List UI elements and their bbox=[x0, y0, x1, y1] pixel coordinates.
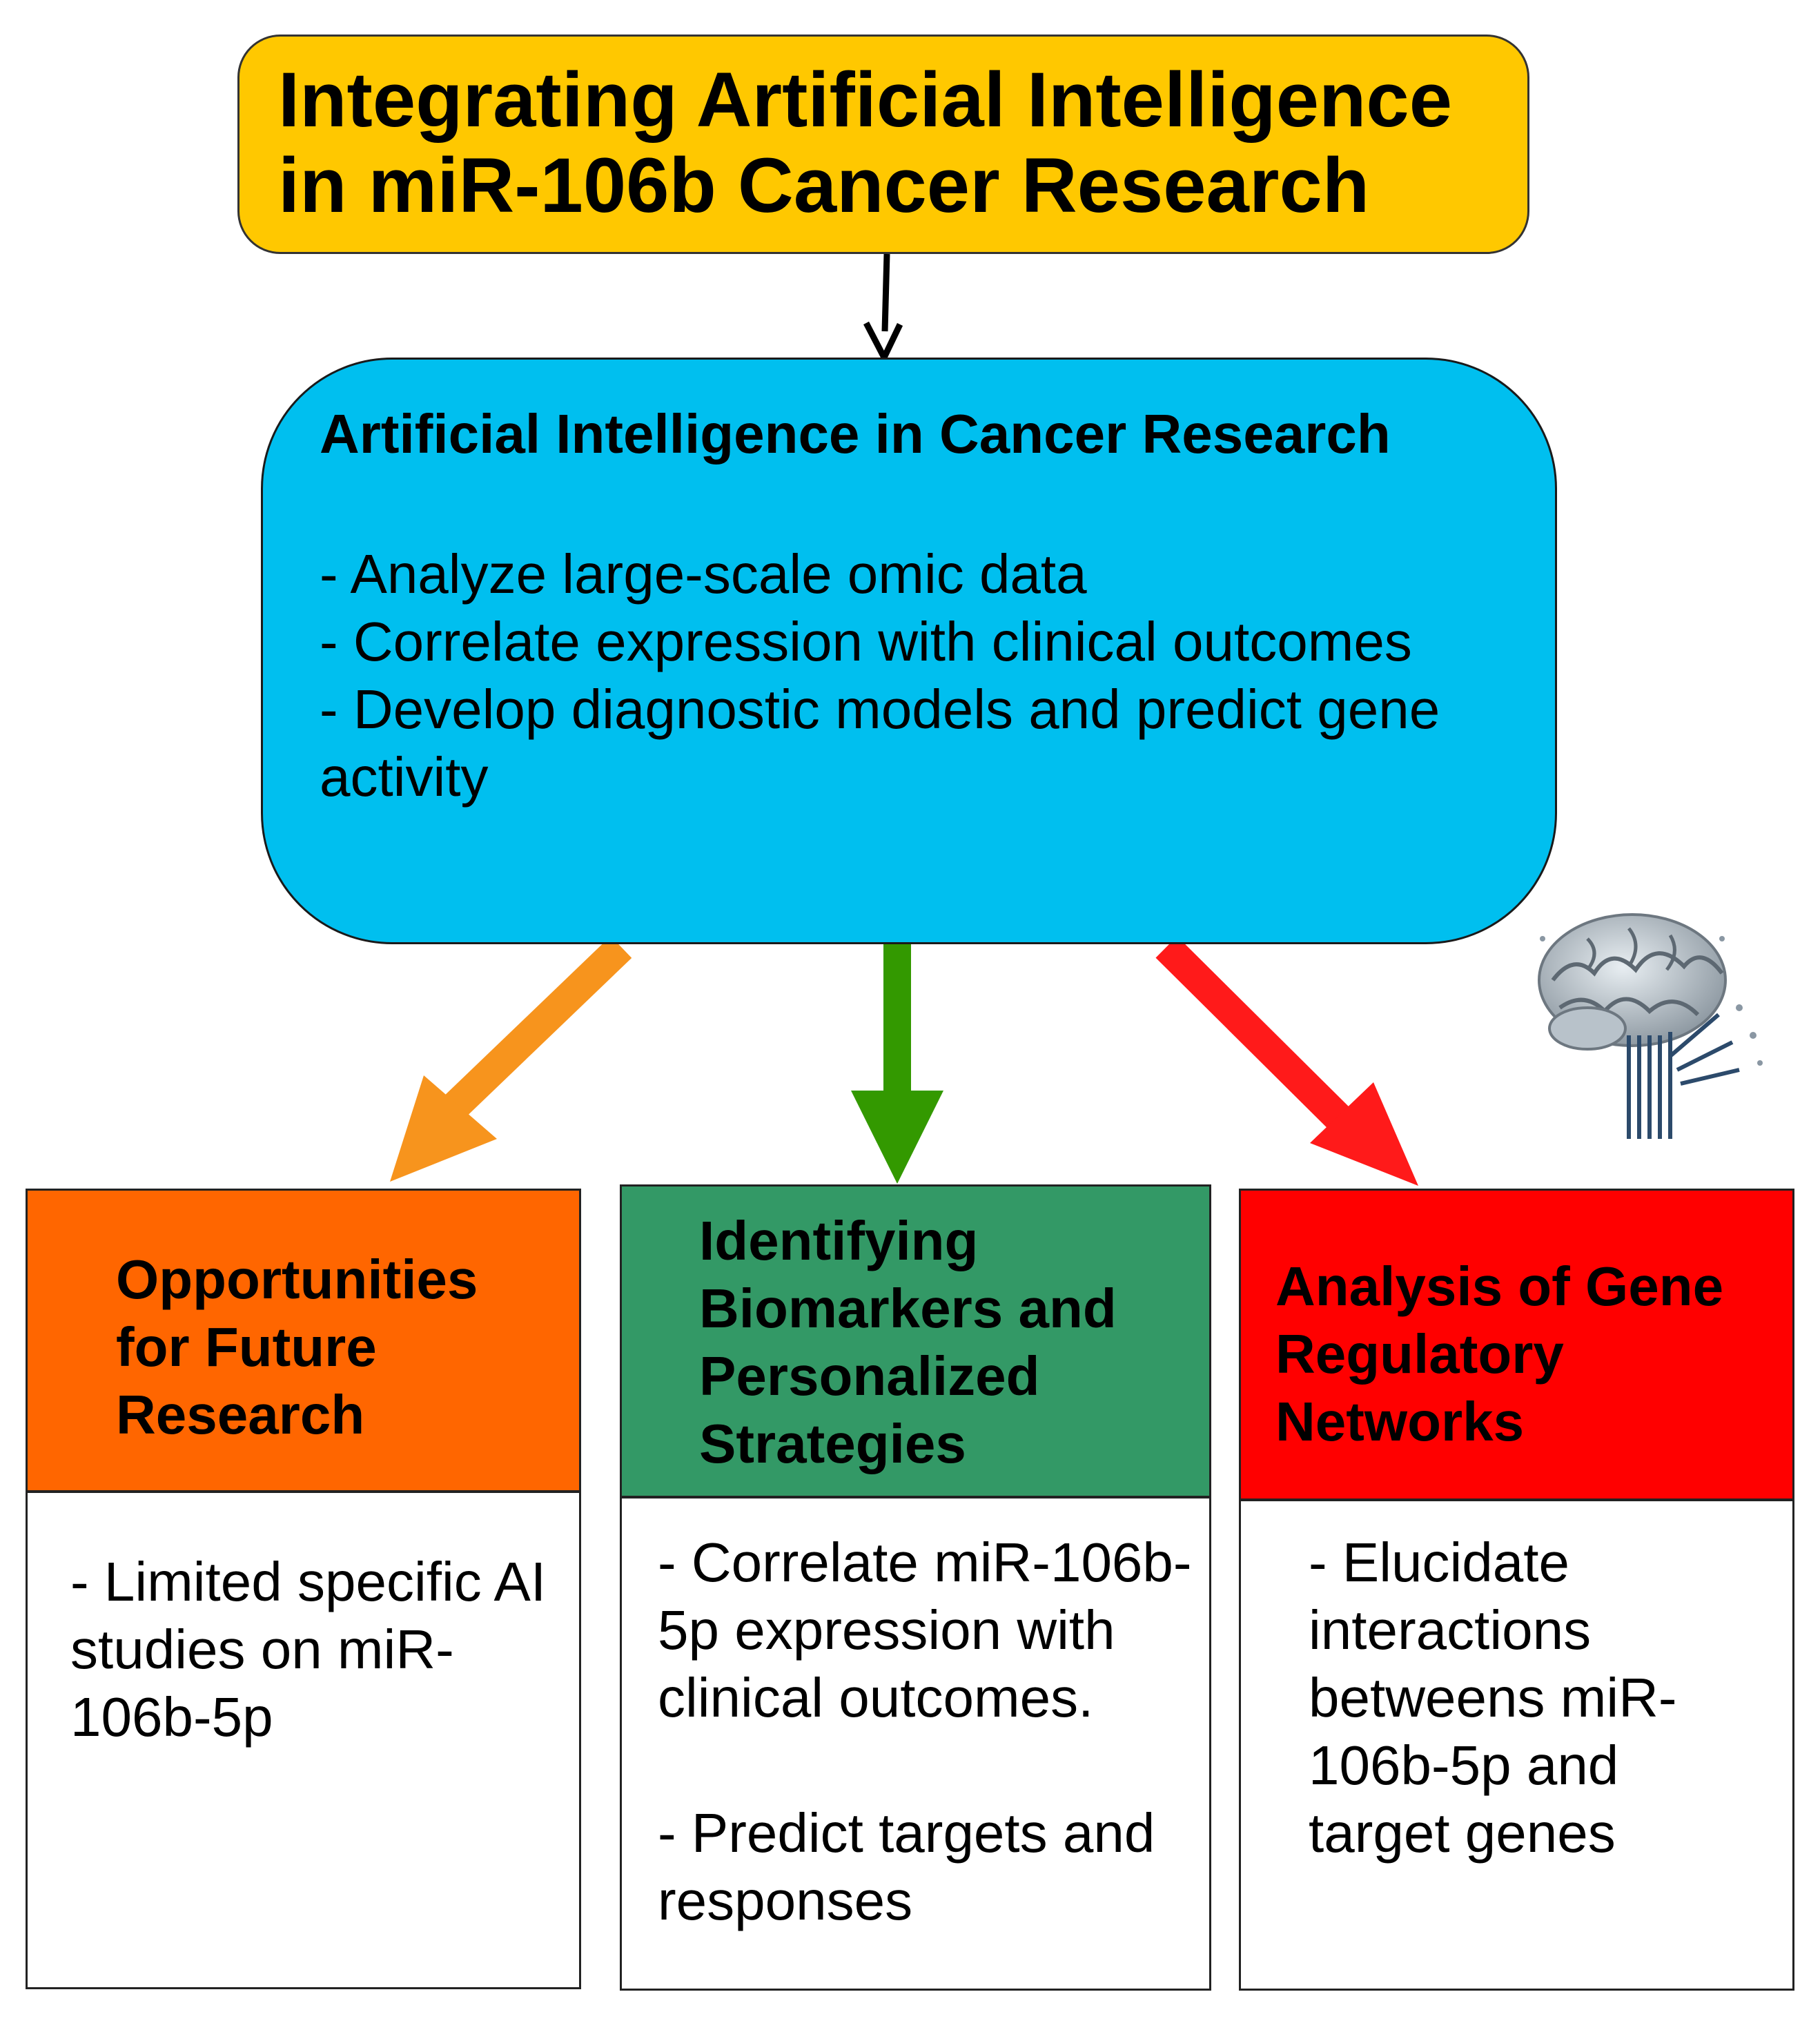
brain-circuit-icon bbox=[1538, 913, 1763, 1139]
diagram-title: Integrating Artificial Intelligence in m… bbox=[278, 57, 1520, 228]
arrow-to-networks bbox=[1155, 936, 1418, 1186]
opportunities-body: - Limited specific AI studies on miR-106… bbox=[26, 1491, 581, 1989]
ai-box-bullets: - Analyze large-scale omic data - Correl… bbox=[320, 540, 1493, 811]
title-line-2: in miR-106b Cancer Research bbox=[278, 142, 1370, 228]
arrow-title-to-ai bbox=[863, 253, 903, 365]
ai-box-heading: Artificial Intelligence in Cancer Resear… bbox=[320, 403, 1391, 465]
ai-bullet-1: - Analyze large-scale omic data bbox=[320, 543, 1087, 605]
ai-cancer-research-box: Artificial Intelligence in Cancer Resear… bbox=[261, 358, 1557, 944]
networks-bullet-1: - Elucidate interactions betweens miR-10… bbox=[1309, 1532, 1677, 1864]
ai-bullet-3: - Develop diagnostic models and predict … bbox=[320, 678, 1440, 808]
arrow-to-biomarkers bbox=[851, 944, 943, 1184]
networks-header: Analysis of Gene Regulatory Networks bbox=[1239, 1189, 1794, 1501]
networks-heading: Analysis of Gene Regulatory Networks bbox=[1275, 1256, 1724, 1452]
opportunities-heading: Opportunities for Future Research bbox=[116, 1249, 478, 1445]
opportunities-header: Opportunities for Future Research bbox=[26, 1189, 581, 1492]
biomarkers-body: - Correlate miR-106b-5p expression with … bbox=[620, 1496, 1211, 1991]
ai-bullet-2: - Correlate expression with clinical out… bbox=[320, 611, 1412, 672]
networks-body: - Elucidate interactions betweens miR-10… bbox=[1239, 1499, 1794, 1991]
arrow-to-opportunities bbox=[390, 936, 632, 1182]
title-box: Integrating Artificial Intelligence in m… bbox=[237, 35, 1529, 254]
opportunities-bullet-1: - Limited specific AI studies on miR-106… bbox=[70, 1551, 547, 1748]
biomarkers-heading: Identifying Biomarkers and Personalized … bbox=[699, 1210, 1117, 1474]
biomarkers-bullet-1: - Correlate miR-106b-5p expression with … bbox=[658, 1532, 1192, 1728]
biomarkers-header: Identifying Biomarkers and Personalized … bbox=[620, 1184, 1211, 1498]
biomarkers-bullet-2: - Predict targets and responses bbox=[658, 1802, 1155, 1931]
title-line-1: Integrating Artificial Intelligence bbox=[278, 57, 1452, 143]
